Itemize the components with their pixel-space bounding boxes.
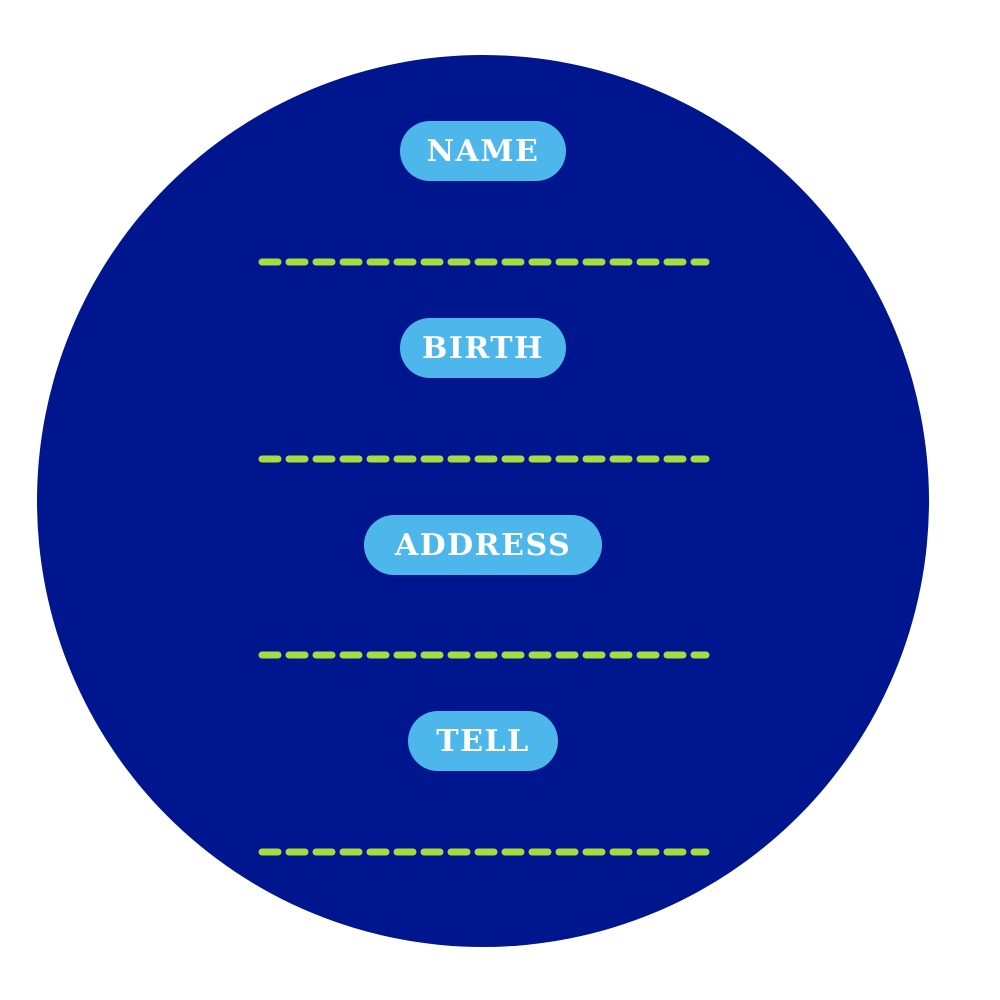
address-label: ADDRESS	[394, 527, 572, 563]
tell-label-pill: TELL	[408, 711, 558, 771]
form-disc	[37, 55, 929, 947]
birth-label-pill: BIRTH	[400, 318, 566, 378]
name-entry-line[interactable]	[258, 258, 710, 266]
tell-label: TELL	[436, 723, 530, 759]
address-entry-line[interactable]	[258, 651, 710, 659]
address-label-pill: ADDRESS	[364, 515, 602, 575]
tell-entry-line[interactable]	[258, 848, 710, 856]
name-label-pill: NAME	[400, 121, 566, 181]
name-label: NAME	[426, 133, 540, 169]
birth-entry-line[interactable]	[258, 455, 710, 463]
birth-label: BIRTH	[422, 330, 544, 366]
